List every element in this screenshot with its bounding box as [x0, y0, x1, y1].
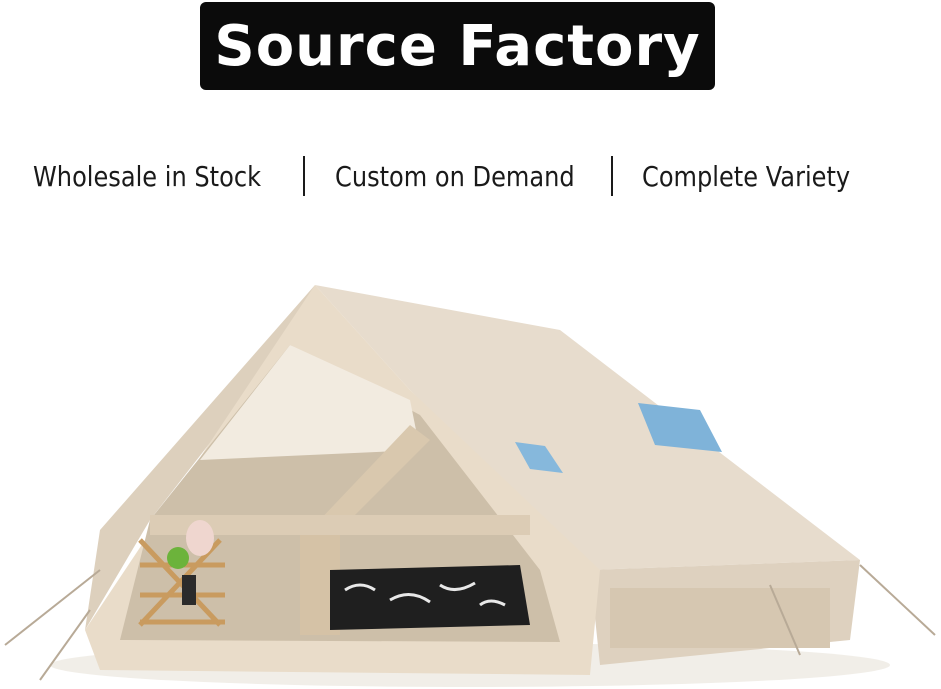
- tent-roof-right: [315, 285, 860, 570]
- tent-photo: [4, 285, 936, 687]
- roof-window-small: [515, 442, 563, 473]
- interior-crossbeam: [150, 515, 530, 535]
- interior-beam: [315, 425, 430, 540]
- feature-variety: Complete Variety: [642, 160, 851, 193]
- banner: Source Factory: [200, 2, 715, 90]
- guy-line: [39, 609, 91, 681]
- feature-bar: Wholesale in Stock Custom on Demand Comp…: [0, 150, 941, 206]
- plush-toy: [186, 520, 214, 556]
- lantern: [182, 575, 196, 605]
- side-window-panel: [610, 588, 830, 648]
- blanket-pattern: [344, 581, 506, 607]
- feature-custom: Custom on Demand: [335, 160, 575, 193]
- interior-ceiling: [200, 345, 420, 460]
- banner-title: Source Factory: [214, 13, 701, 79]
- guy-line: [769, 584, 801, 656]
- roof-window: [638, 403, 722, 452]
- feature-wholesale: Wholesale in Stock: [33, 160, 262, 193]
- guy-line: [859, 564, 936, 636]
- cot-blanket: [330, 565, 530, 630]
- feature-divider: [611, 156, 613, 196]
- guy-line: [4, 569, 101, 646]
- green-ball: [167, 547, 189, 569]
- feature-divider: [303, 156, 305, 196]
